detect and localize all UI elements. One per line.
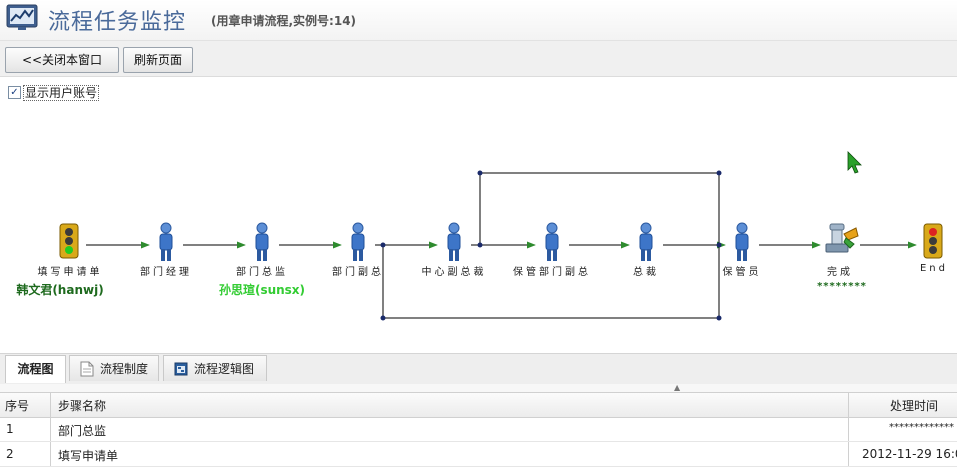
node-label: 部门副总 <box>332 267 384 278</box>
node-label: 中心副总裁 <box>421 267 487 278</box>
person-icon[interactable] <box>155 222 177 262</box>
mouse-cursor-icon <box>847 151 862 174</box>
document-icon <box>80 361 94 377</box>
node-user: ******** <box>817 281 867 292</box>
title-bar <box>0 0 957 41</box>
column-divider <box>848 392 849 466</box>
row-time: ************* <box>889 422 954 433</box>
flow-diagram: 填写申请单 韩文君(hanwj) 部门经理 部门总监 孙思瑄(sunsx) 部门… <box>0 100 957 350</box>
show-account-label[interactable]: 显示用户账号 <box>23 85 100 101</box>
bypass-connector-lower <box>382 245 720 319</box>
traffic-light-green-icon[interactable] <box>57 223 81 259</box>
node-user: 孙思瑄(sunsx) <box>218 283 306 297</box>
panel-splitter[interactable] <box>0 384 957 392</box>
person-icon[interactable] <box>635 222 657 262</box>
column-header-step[interactable]: 步骤名称 <box>58 399 107 413</box>
junction-dots <box>380 170 722 321</box>
row-step: 填写申请单 <box>58 449 119 463</box>
diagram-window-icon <box>174 362 188 376</box>
node-label: 完成 <box>827 267 853 278</box>
tab-flowchart[interactable]: 流程图 <box>5 355 66 383</box>
instance-subtitle: (用章申请流程,实例号:14) <box>211 14 357 28</box>
row-seq: 1 <box>6 422 14 436</box>
stamp-icon[interactable] <box>822 222 860 258</box>
node-label: 保管部门副总 <box>513 267 591 278</box>
node-label: 填写申请单 <box>37 267 103 278</box>
column-divider <box>50 392 51 466</box>
flow-connectors <box>86 151 917 321</box>
column-header-seq[interactable]: 序号 <box>5 399 30 413</box>
tab-label: 流程逻辑图 <box>194 362 255 376</box>
table-row[interactable] <box>0 417 957 442</box>
person-icon[interactable] <box>251 222 273 262</box>
row-step: 部门总监 <box>58 424 107 438</box>
show-account-checkbox[interactable]: ✓ <box>8 86 21 99</box>
node-label: 部门总监 <box>236 267 288 278</box>
tab-label: 流程制度 <box>100 362 149 376</box>
row-seq: 2 <box>6 447 14 461</box>
collapse-caret-icon[interactable]: ▲ <box>674 383 681 392</box>
grid-header <box>0 392 957 418</box>
bypass-connector-upper <box>479 172 720 245</box>
node-user: 韩文君(hanwj) <box>16 283 104 297</box>
close-window-button[interactable]: <<关闭本窗口 <box>5 47 119 73</box>
node-label: 部门经理 <box>140 267 192 278</box>
column-header-time[interactable]: 处理时间 <box>890 399 939 413</box>
tab-flow-logic[interactable]: 流程逻辑图 <box>163 355 267 381</box>
page-title: 流程任务监控 <box>48 10 187 35</box>
monitor-chart-icon <box>6 4 38 30</box>
node-label: End <box>919 263 949 274</box>
row-time: 2012-11-29 16:0 <box>862 447 957 461</box>
tab-bar <box>0 353 957 385</box>
refresh-page-button[interactable]: 刷新页面 <box>123 47 193 73</box>
node-label: 总裁 <box>633 267 659 278</box>
node-label: 保管员 <box>722 267 762 278</box>
table-row[interactable] <box>0 442 957 467</box>
person-icon[interactable] <box>347 222 369 262</box>
person-icon[interactable] <box>443 222 465 262</box>
traffic-light-red-icon[interactable] <box>921 223 945 259</box>
person-icon[interactable] <box>731 222 753 262</box>
person-icon[interactable] <box>541 222 563 262</box>
tab-flow-rules[interactable]: 流程制度 <box>69 355 159 381</box>
